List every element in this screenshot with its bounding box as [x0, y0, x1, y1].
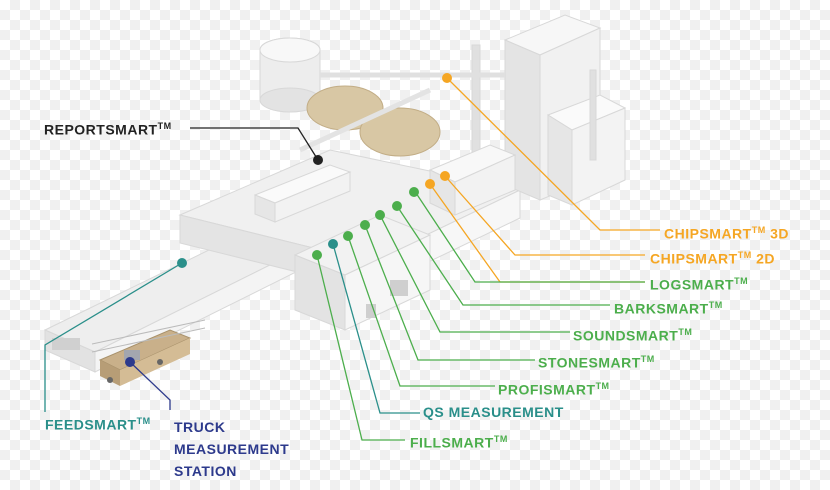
leader-feedsmart — [44, 262, 183, 412]
label-profismart: PROFISMARTTM — [498, 381, 610, 398]
truck-label-line-1: TRUCK — [174, 419, 226, 435]
marker-truck — [125, 357, 135, 367]
leader-logsmart — [413, 189, 645, 283]
leader-reportsmart — [190, 127, 319, 161]
label-reportsmart: REPORTSMARTTM — [44, 121, 172, 138]
truck-label-line-2: MEASUREMENT — [174, 441, 290, 457]
marker-qs-measurement — [328, 239, 338, 249]
truck-illustration — [91, 319, 206, 386]
label-fillsmart: FILLSMARTTM — [410, 434, 508, 451]
marker-chipsmart-2d-a — [440, 171, 450, 181]
label-barksmart: BARKSMARTTM — [614, 300, 723, 317]
marker-logsmart — [409, 187, 419, 197]
leader-soundsmart — [379, 214, 570, 333]
factory-buildings — [43, 14, 627, 373]
label-truck-measurement-station: TRUCK MEASUREMENT STATION — [174, 416, 289, 482]
label-chipsmart-3d: CHIPSMARTTM 3D — [664, 225, 790, 242]
label-logsmart: LOGSMARTTM — [650, 276, 749, 293]
label-stonesmart: STONESMARTTM — [538, 354, 655, 371]
leader-truck — [129, 361, 171, 410]
marker-dots — [125, 73, 452, 367]
label-qs-measurement: QS MEASUREMENT — [423, 404, 564, 420]
leader-qs-measurement — [332, 243, 420, 414]
marker-chipsmart-2d-b — [425, 179, 435, 189]
marker-stonesmart — [360, 220, 370, 230]
leader-chipsmart-2d — [444, 175, 645, 256]
marker-fillsmart — [312, 250, 322, 260]
leader-lines — [44, 77, 660, 441]
leader-barksmart — [396, 205, 610, 306]
leader-stonesmart — [364, 224, 535, 361]
label-feedsmart: FEEDSMARTTM — [45, 416, 151, 433]
label-chipsmart-2d: CHIPSMARTTM 2D — [650, 250, 776, 267]
leader-chipsmart-3d — [446, 77, 660, 231]
marker-chipsmart-3d — [442, 73, 452, 83]
leader-fillsmart — [316, 254, 405, 441]
marker-feedsmart — [177, 258, 187, 268]
marker-soundsmart — [375, 210, 385, 220]
marker-profismart — [343, 231, 353, 241]
marker-barksmart — [392, 201, 402, 211]
marker-reportsmart — [313, 155, 323, 165]
leader-profismart — [347, 235, 495, 387]
label-soundsmart: SOUNDSMARTTM — [573, 327, 693, 344]
truck-label-line-3: STATION — [174, 463, 237, 479]
